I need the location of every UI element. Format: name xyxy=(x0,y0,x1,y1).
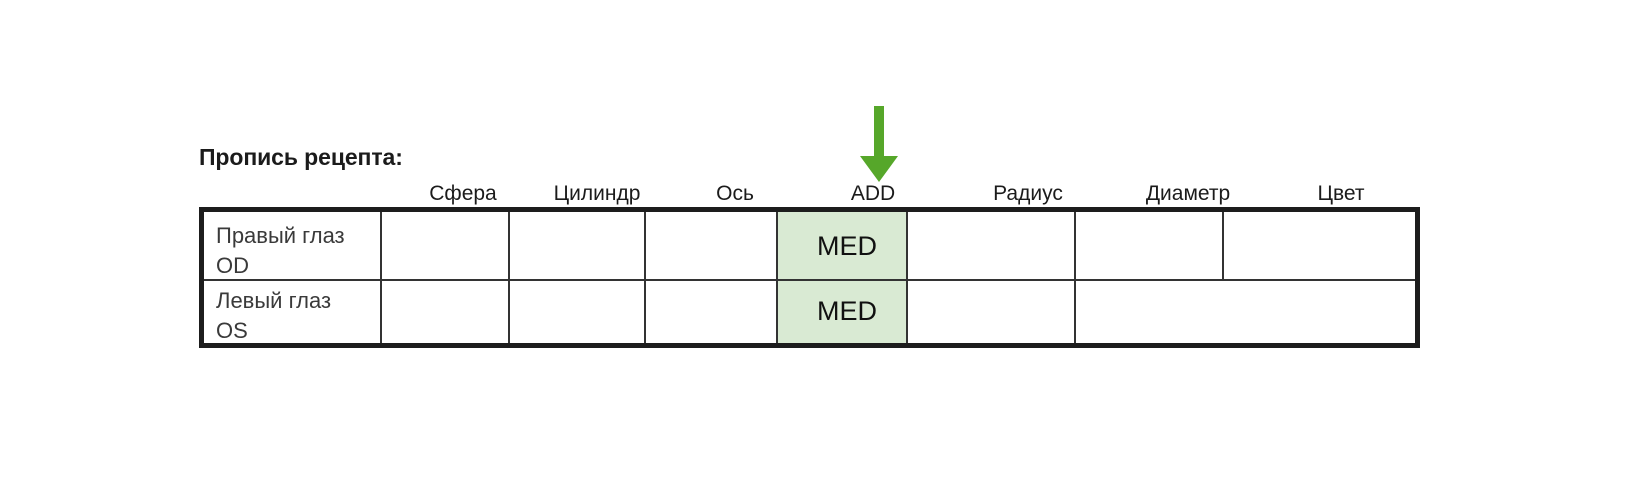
cell-left-eye-add[interactable]: MED xyxy=(817,296,877,326)
arrow-down-icon xyxy=(858,106,900,182)
prescription-table: Правый глаз OD MED Левый глаз OS MED xyxy=(199,207,1420,348)
cell-left-eye-diameter[interactable] xyxy=(1076,283,1220,343)
page-title: Пропись рецепта: xyxy=(199,144,403,170)
cell-right-eye-add[interactable]: MED xyxy=(817,231,877,261)
grid-line-v1 xyxy=(380,212,382,343)
cell-left-eye-axis[interactable] xyxy=(646,283,774,343)
cell-left-eye-cylinder[interactable] xyxy=(510,283,642,343)
cell-right-eye-radius[interactable] xyxy=(908,214,1072,277)
cell-right-eye-diameter[interactable] xyxy=(1076,214,1220,277)
grid-line-h1 xyxy=(204,279,1415,281)
grid-line-v7 xyxy=(1222,212,1224,281)
column-header-radius: Радиус xyxy=(993,182,1063,205)
column-header-color: Цвет xyxy=(1317,182,1365,205)
cell-left-eye-color[interactable] xyxy=(1224,283,1412,343)
row-label-left-eye-name: Левый глаз xyxy=(216,288,332,313)
cell-right-eye-axis[interactable] xyxy=(646,214,774,277)
grid-line-v4 xyxy=(776,212,778,343)
cell-left-eye-sphere[interactable] xyxy=(382,283,506,343)
grid-line-v2 xyxy=(508,212,510,343)
row-label-right-eye-code: OD xyxy=(216,253,249,278)
grid-line-v3 xyxy=(644,212,646,343)
row-label-left-eye-code: OS xyxy=(216,318,248,343)
row-label-right-eye: Правый глаз OD xyxy=(216,221,396,281)
column-header-axis: Ось xyxy=(716,182,754,205)
column-header-sphere: Сфера xyxy=(429,182,497,205)
cell-left-eye-radius[interactable] xyxy=(908,283,1072,343)
cell-right-eye-cylinder[interactable] xyxy=(510,214,642,277)
add-column-highlight xyxy=(776,212,908,343)
row-label-left-eye: Левый глаз OS xyxy=(216,286,396,346)
column-header-diameter: Диаметр xyxy=(1145,182,1231,205)
column-header-cylinder: Цилиндр xyxy=(553,182,641,205)
table-column-headers: Сфера Цилиндр Ось ADD Радиус Диаметр Цве… xyxy=(208,180,1420,208)
cell-right-eye-color[interactable] xyxy=(1224,214,1412,277)
grid-line-v5 xyxy=(906,212,908,343)
grid-line-v6 xyxy=(1074,212,1076,343)
row-label-right-eye-name: Правый глаз xyxy=(216,223,345,248)
cell-right-eye-sphere[interactable] xyxy=(382,214,506,277)
column-header-add: ADD xyxy=(850,182,896,205)
